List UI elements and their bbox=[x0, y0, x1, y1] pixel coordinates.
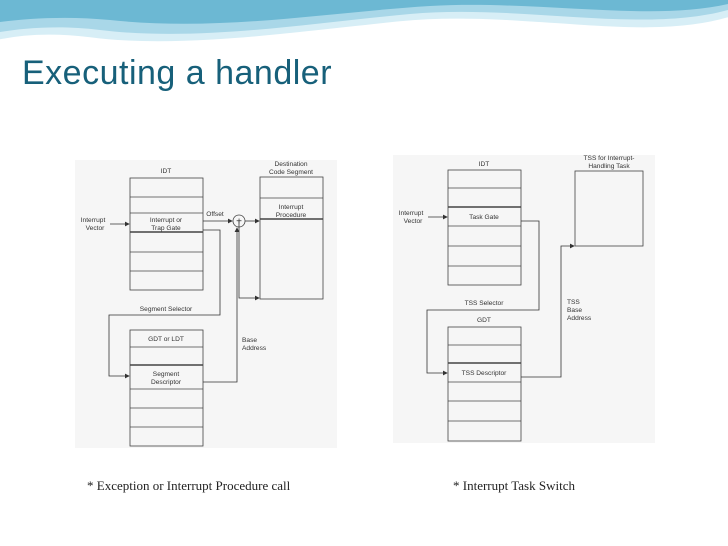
tss-base-label-line2: Base bbox=[567, 307, 582, 314]
tss-handler-label-line1: TSS for Interrupt- bbox=[584, 155, 635, 162]
interrupt-vector-label-line2: Vector bbox=[86, 225, 105, 232]
base-address-label-line2: Address bbox=[242, 345, 267, 352]
slide-title: Executing a handler bbox=[22, 54, 333, 92]
segment-selector-label: Segment Selector bbox=[140, 306, 193, 313]
base-address-label-line1: Base bbox=[242, 337, 257, 344]
gdt-ldt-label: GDT or LDT bbox=[148, 336, 184, 343]
idt-table bbox=[129, 177, 204, 291]
procedure-label-line2: Procedure bbox=[276, 212, 307, 219]
tss-base-label-line1: TSS bbox=[567, 299, 580, 306]
right-diagram-caption: * Interrupt Task Switch bbox=[453, 478, 575, 493]
task-switch-diagram: IDT TSS for Interrupt- Handling Task Int… bbox=[393, 155, 655, 443]
idt-table bbox=[447, 169, 522, 286]
gate-label-line2: Trap Gate bbox=[151, 225, 181, 232]
tss-selector-label: TSS Selector bbox=[465, 300, 505, 307]
procedure-call-diagram: IDT Destination Code Segment Interrupt V… bbox=[75, 160, 337, 448]
destination-code-segment bbox=[259, 176, 324, 300]
plus-symbol: + bbox=[236, 217, 242, 228]
destination-label-line2: Code Segment bbox=[269, 169, 313, 176]
destination-label-line1: Destination bbox=[275, 161, 308, 168]
task-gate-label: Task Gate bbox=[469, 214, 499, 221]
procedure-label-line1: Interrupt bbox=[279, 204, 304, 211]
gdt-label: GDT bbox=[477, 317, 491, 324]
tss-descriptor-label: TSS Descriptor bbox=[462, 370, 508, 377]
gdt-table bbox=[447, 326, 522, 442]
tss-handling-task bbox=[574, 170, 644, 247]
tss-handler-label-line2: Handling Task bbox=[588, 163, 630, 170]
left-diagram-caption: * Exception or Interrupt Procedure call bbox=[87, 478, 291, 493]
interrupt-vector-label-line1: Interrupt bbox=[81, 217, 106, 224]
offset-label: Offset bbox=[206, 211, 224, 218]
header-wave-decoration bbox=[0, 0, 728, 60]
interrupt-vector-label-line2: Vector bbox=[404, 218, 423, 225]
interrupt-vector-label-line1: Interrupt bbox=[399, 210, 424, 217]
tss-base-label-line3: Address bbox=[567, 315, 592, 322]
segment-descriptor-label-line2: Descriptor bbox=[151, 379, 182, 386]
gate-label-line1: Interrupt or bbox=[150, 217, 183, 224]
segment-descriptor-label-line1: Segment bbox=[153, 371, 180, 378]
idt-label: IDT bbox=[161, 168, 172, 175]
idt-label: IDT bbox=[479, 161, 490, 168]
gdt-ldt-table bbox=[129, 329, 204, 447]
